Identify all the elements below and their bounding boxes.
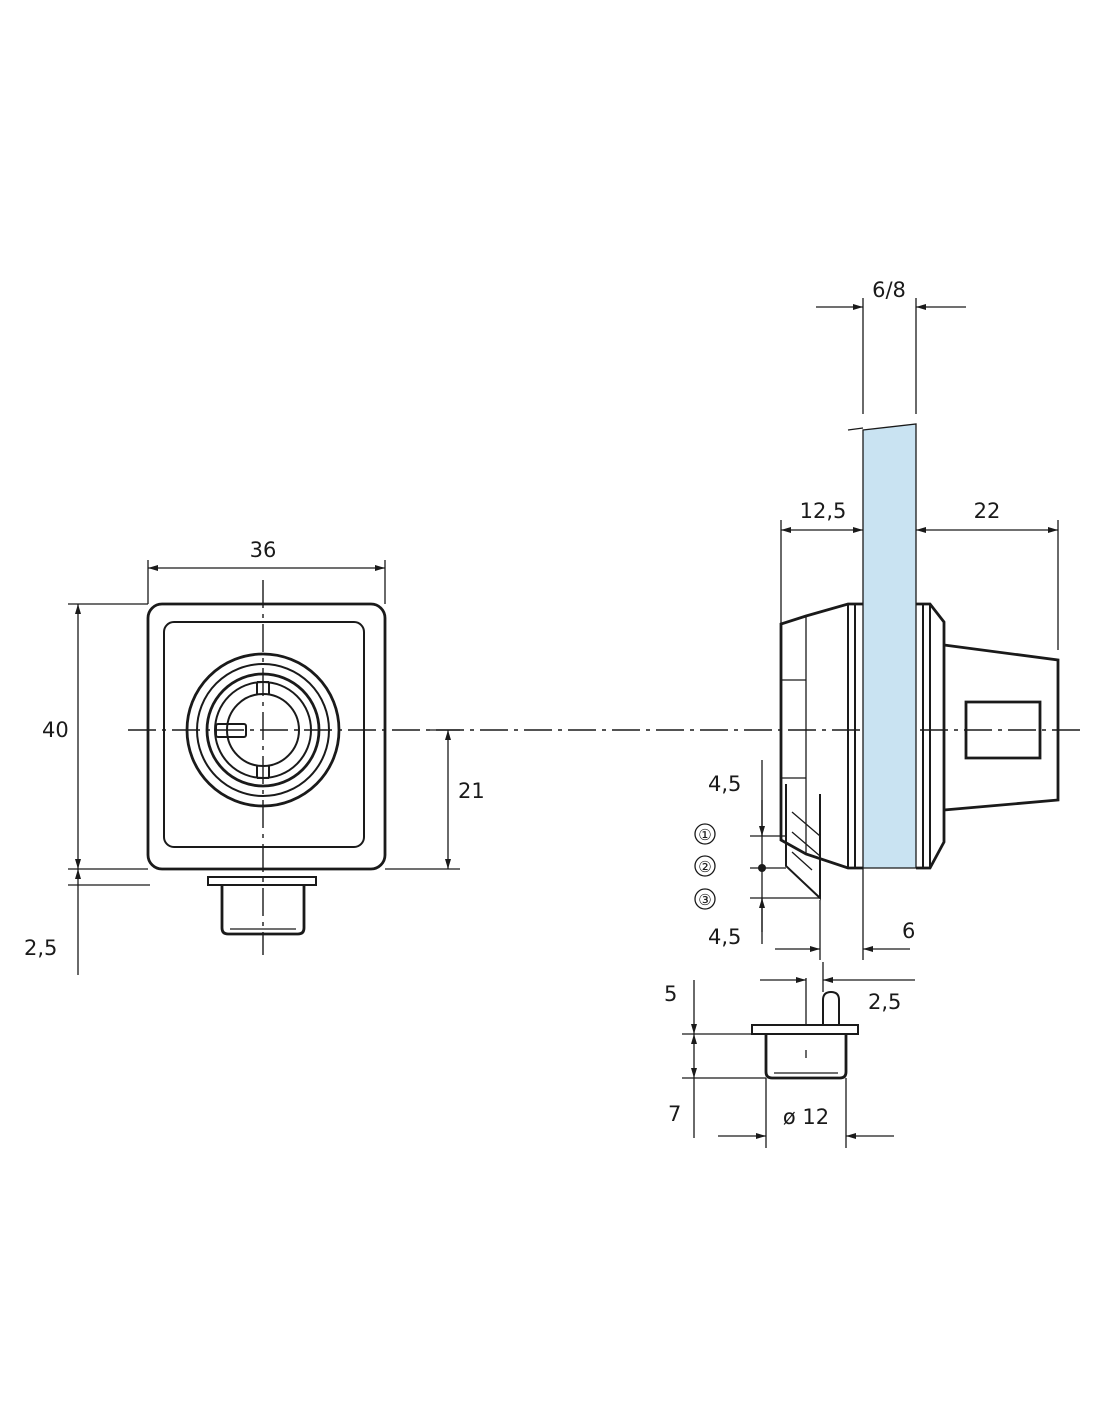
position-3-marker (694, 888, 716, 910)
dim-6-label: 6 (902, 919, 915, 943)
dim-36-label: 36 (250, 538, 277, 562)
position-1-marker (694, 823, 716, 845)
side-view: 6/8 12,5 22 4,5 4,5 (694, 278, 1060, 960)
latch-tongue (785, 784, 821, 901)
position-1-label: ① (698, 826, 711, 844)
dim-21-label: 21 (458, 779, 485, 803)
position-2-marker (694, 855, 716, 877)
dim-12-5-label: 12,5 (800, 499, 847, 523)
bolt-detail-body (764, 1034, 848, 1080)
dim-22-label: 22 (974, 499, 1001, 523)
dim-pin-2-5-label: 2,5 (868, 990, 901, 1014)
dim-4-5-bottom-label: 4,5 (708, 925, 741, 949)
dim-5-label: 5 (664, 982, 677, 1006)
dim-dia-12-label: ø 12 (783, 1105, 829, 1129)
bolt-detail: 2,5 5 7 ø 12 (664, 962, 915, 1148)
glass-panel (862, 423, 917, 869)
dim-4-5-top-label: 4,5 (708, 772, 741, 796)
bolt-detail-flange (751, 1024, 859, 1035)
dim-7-label: 7 (668, 1102, 681, 1126)
lock-housing-outer (146, 602, 387, 871)
cam-slot (964, 700, 1042, 760)
dim-40-label: 40 (42, 718, 69, 742)
front-housing-side (779, 602, 863, 870)
back-housing-side (916, 602, 946, 870)
dim-6-8-label: 6/8 (872, 278, 906, 302)
lock-housing-inner (163, 621, 365, 848)
position-dot (758, 864, 766, 872)
bolt-flange (207, 876, 317, 886)
dim-2-5-left-label: 2,5 (24, 936, 57, 960)
cam-housing (943, 643, 1060, 812)
position-2-label: ② (698, 858, 711, 876)
bolt-pin (822, 990, 840, 1025)
front-view: 36 40 21 2,5 (24, 538, 1080, 975)
position-3-label: ③ (698, 891, 711, 909)
